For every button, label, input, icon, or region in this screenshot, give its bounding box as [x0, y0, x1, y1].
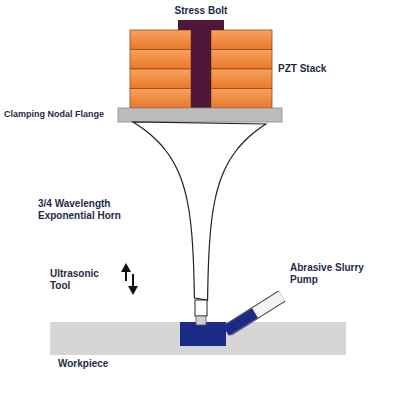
pzt-disc	[130, 69, 191, 89]
pzt-disc	[211, 89, 272, 109]
part-label: Workpiece	[58, 358, 138, 370]
stress-bolt-shaft	[191, 30, 211, 109]
part-label: Ultrasonic Tool	[50, 268, 120, 292]
slurry-flow	[206, 324, 226, 338]
part-label: Abrasive Slurry Pump	[290, 262, 374, 286]
slurry-cavity	[180, 322, 226, 346]
tool-tip	[196, 316, 206, 325]
stress-bolt-head	[178, 20, 224, 30]
pzt-disc	[211, 30, 272, 50]
part-label: PZT Stack	[278, 63, 358, 75]
workpiece-block	[50, 322, 346, 355]
vibration-arrow	[128, 286, 138, 295]
vibration-arrow	[121, 263, 131, 272]
pzt-disc	[130, 30, 191, 50]
part-label: Stress Bolt	[165, 5, 237, 17]
pzt-disc	[211, 50, 272, 70]
ultrasonic-tool	[195, 300, 207, 316]
abrasive-slurry	[226, 313, 255, 331]
nodal-flange	[118, 108, 282, 122]
pzt-disc	[130, 50, 191, 70]
part-label: Clamping Nodal Flange	[4, 109, 118, 120]
pzt-stack	[130, 30, 272, 108]
vibration-arrow	[132, 274, 134, 287]
pzt-disc	[211, 69, 272, 89]
exponential-horn	[133, 122, 266, 300]
pzt-disc	[130, 89, 191, 109]
part-label: 3/4 Wavelength Exponential Horn	[38, 198, 134, 222]
